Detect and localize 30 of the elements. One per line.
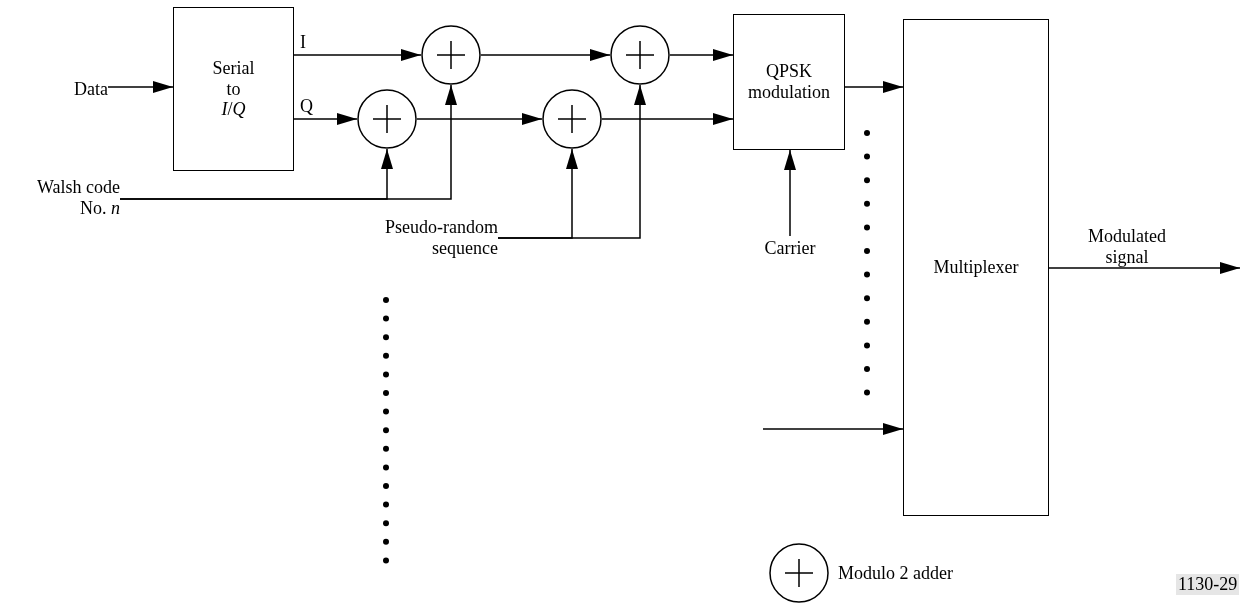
adder-circle	[357, 89, 417, 149]
arrow	[293, 49, 422, 61]
signal-label: Walsh code No. n	[35, 177, 120, 219]
arrow	[416, 113, 543, 125]
signal-label: Pseudo-random sequence	[384, 217, 498, 259]
arrow	[844, 81, 904, 93]
arrow	[762, 423, 904, 435]
signal-label: Data	[74, 78, 108, 100]
process-box	[733, 14, 845, 150]
process-box	[173, 7, 294, 171]
signal-label: Carrier	[764, 237, 816, 259]
figure-number: 1130-29	[1176, 574, 1240, 595]
arrow	[497, 84, 646, 239]
process-box	[903, 19, 1049, 516]
arrow	[601, 113, 734, 125]
arrow	[119, 84, 457, 200]
arrow	[480, 49, 611, 61]
box-label: QPSK modulation	[747, 61, 831, 103]
arrow	[293, 113, 358, 125]
arrow	[784, 149, 796, 237]
arrow	[107, 81, 174, 93]
edge-label: Q	[300, 96, 313, 117]
adder-circle	[542, 89, 602, 149]
arrow	[669, 49, 734, 61]
adder-circle	[421, 25, 481, 85]
legend-label: Modulo 2 adder	[838, 562, 953, 584]
box-label: Serial to I/Q	[211, 57, 256, 121]
adder-circle	[610, 25, 670, 85]
arrow	[1048, 262, 1241, 274]
box-label: Multiplexer	[933, 257, 1019, 278]
